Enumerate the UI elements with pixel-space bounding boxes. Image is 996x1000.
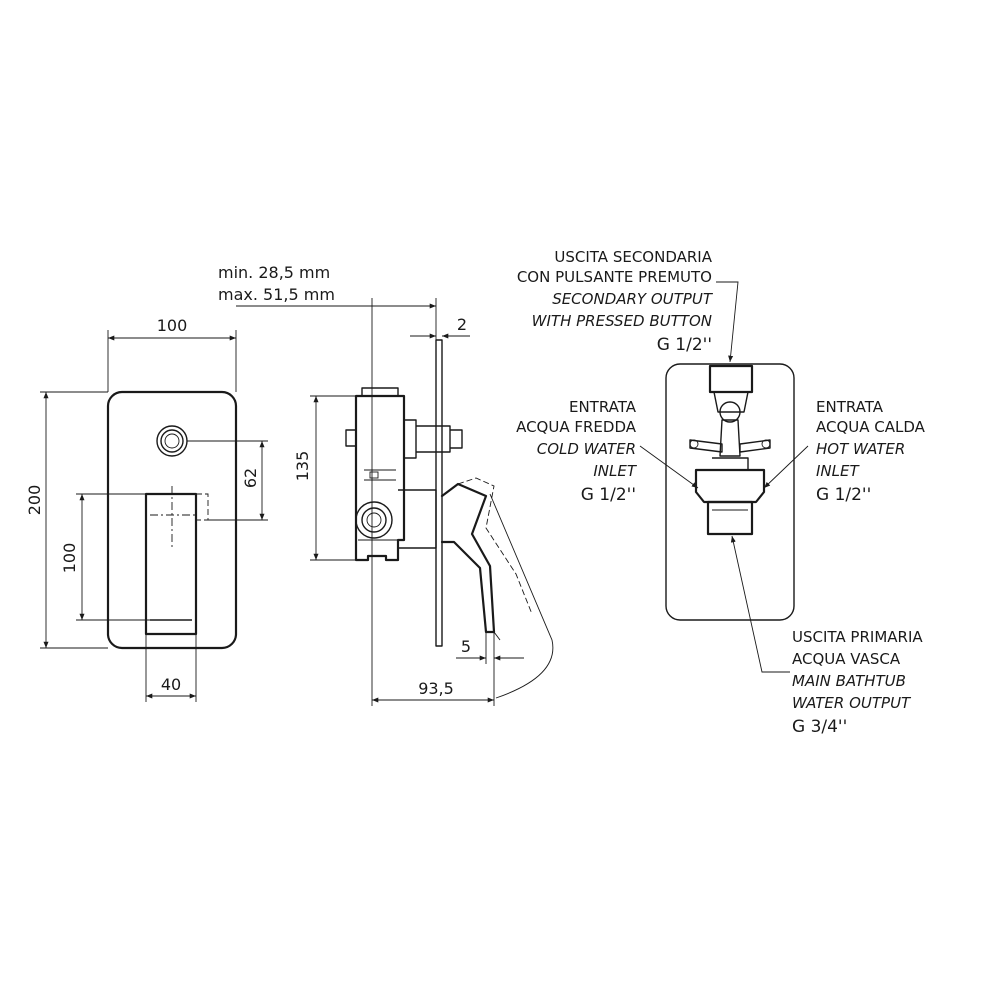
leader-cold [639, 445, 699, 489]
cover-plate-side [435, 339, 443, 647]
dim-height-label: 200 [25, 485, 44, 516]
primary-thread: G 3/4'' [792, 717, 847, 737]
dim-total-depth: 93,5 [372, 664, 495, 706]
dim-plate-thickness: 2 [410, 315, 470, 341]
leader-primary [730, 535, 790, 673]
cold-thread: G 1/2'' [581, 485, 636, 505]
valve-body-rear [689, 364, 771, 536]
dim-button-offset: 62 [187, 440, 268, 521]
dim-total-depth-label: 93,5 [418, 679, 454, 698]
dim-lever-gap-label: 5 [461, 637, 471, 656]
dim-lever-height: 100 [60, 493, 150, 621]
dim-depth-min-label: min. 28,5 mm [218, 263, 330, 282]
valve-body [345, 387, 463, 562]
lever-side [440, 477, 533, 641]
dim-plate-label: 2 [457, 315, 467, 334]
hot-en-1: HOT WATER [816, 440, 905, 458]
leader-secondary [716, 281, 739, 363]
secondary-en-2: WITH PRESSED BUTTON [532, 312, 712, 330]
hot-it-1: ENTRATA [816, 398, 884, 416]
cold-it-1: ENTRATA [569, 398, 637, 416]
hot-en-2: INLET [816, 462, 860, 480]
dim-lever-gap: 5 [456, 632, 524, 664]
lever-sweep-arc [489, 493, 554, 699]
cold-en-2: INLET [593, 462, 637, 480]
lever-outline [80, 486, 209, 636]
dim-depth-max-label: max. 51,5 mm [218, 285, 335, 304]
secondary-it-2: CON PULSANTE PREMUTO [517, 268, 712, 286]
primary-en-2: WATER OUTPUT [792, 694, 912, 712]
front-view: 100 200 100 62 40 [25, 316, 268, 702]
dim-button-offset-label: 62 [241, 468, 260, 488]
dim-body-height-label: 135 [293, 451, 312, 482]
label-hot-inlet: ENTRATA ACQUA CALDA HOT WATER INLET G 1/… [816, 398, 926, 505]
side-view: min. 28,5 mm max. 51,5 mm 2 [218, 263, 554, 706]
dim-body-height: 135 [293, 395, 356, 561]
label-primary-output: USCITA PRIMARIA ACQUA VASCA MAIN BATHTUB… [792, 628, 923, 737]
dim-width-label: 100 [157, 316, 188, 335]
secondary-en-1: SECONDARY OUTPUT [552, 290, 714, 308]
dim-lever-width-label: 40 [161, 675, 181, 694]
leader-hot [763, 445, 809, 489]
secondary-thread: G 1/2'' [657, 335, 712, 355]
cold-en-1: COLD WATER [537, 440, 636, 458]
diverter-button [156, 425, 188, 457]
rear-plate-outline [665, 363, 795, 621]
primary-it-1: USCITA PRIMARIA [792, 628, 923, 646]
hot-thread: G 1/2'' [816, 485, 871, 505]
connections-view: USCITA SECONDARIA CON PULSANTE PREMUTO S… [516, 248, 926, 737]
primary-en-1: MAIN BATHTUB [792, 672, 906, 690]
dim-lever-height-label: 100 [60, 543, 79, 574]
cold-it-2: ACQUA FREDDA [516, 418, 637, 436]
label-secondary-output: USCITA SECONDARIA CON PULSANTE PREMUTO S… [517, 248, 714, 355]
hot-it-2: ACQUA CALDA [816, 418, 926, 436]
secondary-it-1: USCITA SECONDARIA [554, 248, 712, 266]
dim-lever-width: 40 [145, 634, 197, 702]
dim-width: 100 [107, 316, 237, 392]
dim-height: 200 [25, 391, 108, 649]
label-cold-inlet: ENTRATA ACQUA FREDDA COLD WATER INLET G … [516, 398, 638, 505]
primary-it-2: ACQUA VASCA [792, 650, 901, 668]
